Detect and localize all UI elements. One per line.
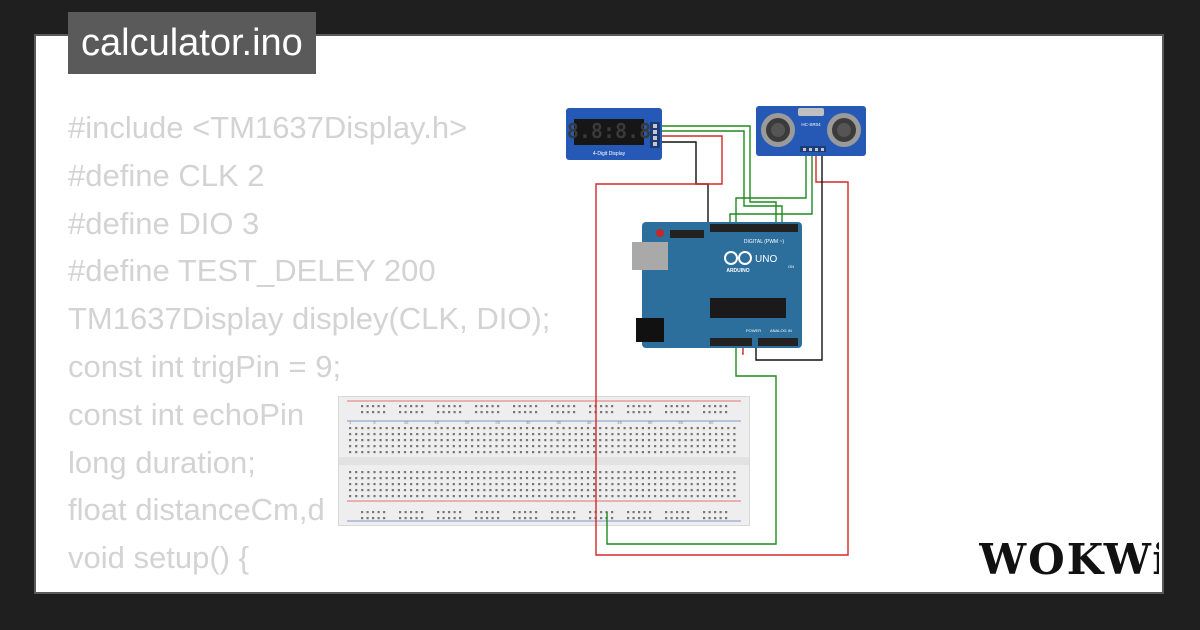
- breadboard-column-number: 5: [373, 420, 376, 425]
- breadboard-column-number: 45: [617, 420, 622, 425]
- code-line: #define DIO 3: [68, 205, 260, 241]
- power-label: POWER: [746, 328, 761, 333]
- analog-label: ANALOG IN: [770, 328, 792, 333]
- code-line: float distanceCm,d: [68, 492, 325, 528]
- wire-green: [658, 125, 777, 228]
- display-label: 4-Digit Display: [593, 151, 626, 157]
- code-line: #include <TM1637Display.h>: [68, 110, 468, 145]
- breadboard-column-number: 35: [556, 420, 561, 425]
- wire-red: [595, 135, 849, 556]
- breadboard-column-number: 50: [648, 420, 653, 425]
- arduino-uno: DIGITAL (PWM ~) UNO ARDUINO ON POWER ANA…: [632, 222, 802, 348]
- sensor-model: HC-SR04: [801, 122, 821, 127]
- project-title-tab: calculator.ino: [68, 12, 316, 74]
- breadboard-column-number: 20: [465, 420, 470, 425]
- wire-black: [658, 141, 709, 228]
- code-preview: #include <TM1637Display.h> #define CLK 2…: [68, 104, 551, 592]
- code-line: const int trigPin = 9;: [68, 348, 342, 384]
- circuit-diagram: 8.8:8.8 4-Digit Display HC-SR04: [566, 106, 866, 556]
- code-line: void setup() {: [68, 540, 249, 576]
- wokwi-logo: WOKWi: [979, 535, 1159, 584]
- wokwi-logo-text: WOKWi: [979, 535, 1159, 584]
- wire-green: [735, 153, 807, 228]
- code-line: const int echoPin: [68, 396, 305, 432]
- wire-black: [755, 153, 823, 361]
- tm1637-display: 8.8:8.8 4-Digit Display: [566, 108, 662, 160]
- breadboard-column-number: 25: [495, 420, 500, 425]
- on-label: ON: [788, 264, 794, 269]
- breadboard-column-number: 15: [434, 420, 439, 425]
- arduino-brand: ARDUINO: [726, 268, 749, 274]
- wire-green: [606, 344, 777, 545]
- wire-green: [729, 153, 813, 228]
- project-card: #include <TM1637Display.h> #define CLK 2…: [34, 34, 1164, 594]
- code-line: pinMode(echoPin, INPUT);: [68, 582, 550, 592]
- breadboard-column-number: 10: [404, 420, 409, 425]
- digital-label: DIGITAL (PWM ~): [744, 239, 784, 245]
- breadboard-column-number: 30: [526, 420, 531, 425]
- code-line: TM1637Display displey(CLK, DIO);: [68, 301, 551, 337]
- breadboard-column-number: 1: [349, 420, 352, 425]
- code-line: #define TEST_DELEY 200: [68, 253, 436, 289]
- display-digits: 8.8:8.8: [567, 119, 651, 143]
- breadboard-column-number: 55: [678, 420, 683, 425]
- breadboard-column-number: 60: [709, 420, 714, 425]
- breadboard-column-number: 40: [587, 420, 592, 425]
- ultrasonic-sensor: HC-SR04: [756, 106, 866, 156]
- code-line: long duration;: [68, 444, 256, 480]
- arduino-model: UNO: [755, 254, 777, 265]
- code-line: #define CLK 2: [68, 157, 265, 193]
